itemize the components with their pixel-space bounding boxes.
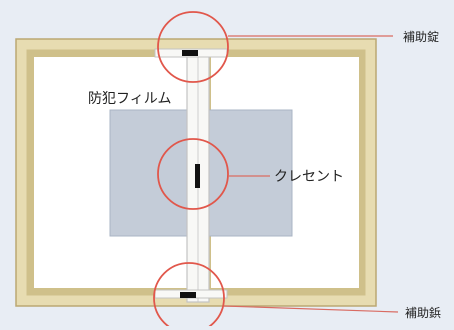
bottom-auxiliary-lock-mark — [180, 292, 196, 298]
top-callout-circle — [157, 11, 229, 83]
middle-callout-circle — [157, 138, 229, 210]
crescent-label: クレセント — [274, 169, 344, 185]
crescent-lock-mark — [195, 164, 200, 188]
top-auxiliary-lock-mark — [182, 50, 198, 56]
bottom-auxiliary-lock-label: 補助鋲 — [405, 305, 441, 320]
bottom-callout-circle — [153, 262, 225, 330]
top-auxiliary-lock-label: 補助錠 — [403, 29, 439, 44]
film-label: 防犯フィルム — [88, 91, 171, 107]
bottom-leader-line — [223, 305, 399, 313]
